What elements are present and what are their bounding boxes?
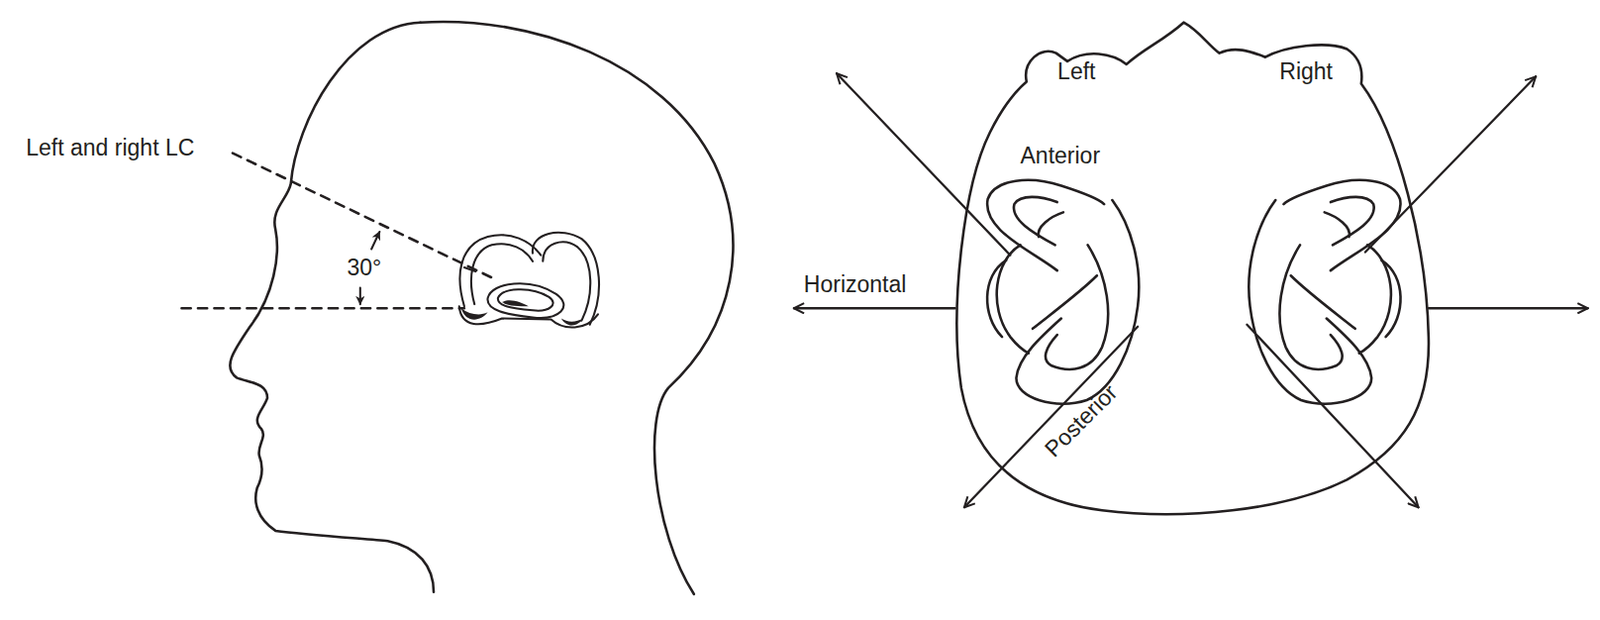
side-label: Right — [1279, 60, 1333, 84]
ampulla — [561, 318, 585, 326]
axis-label: Left and right LC — [25, 136, 195, 160]
labyrinth-top — [1248, 180, 1400, 404]
canal-label: Posterior — [1041, 380, 1122, 461]
posterior-axis-arrow — [964, 326, 1138, 507]
ampulla — [501, 300, 529, 306]
horizontal-axis-arrow — [1428, 306, 1589, 309]
canal-label: Anterior — [1020, 143, 1101, 167]
horizontal-axis-arrow — [794, 306, 956, 309]
angle-label: 30° — [347, 256, 383, 280]
head-top-view — [956, 22, 1428, 514]
posterior-axis-arrow — [1246, 324, 1418, 507]
angle-arrow — [359, 288, 362, 304]
side-label: Left — [1057, 60, 1096, 84]
horizontal-line — [181, 306, 464, 310]
angle-arrow — [371, 231, 380, 250]
ampulla — [461, 307, 489, 319]
labyrinth-top — [987, 180, 1139, 404]
anterior-axis-arrow — [836, 73, 1010, 255]
canal-label: Horizontal — [803, 272, 907, 296]
labyrinth-side — [459, 232, 600, 328]
head-back — [420, 21, 734, 595]
